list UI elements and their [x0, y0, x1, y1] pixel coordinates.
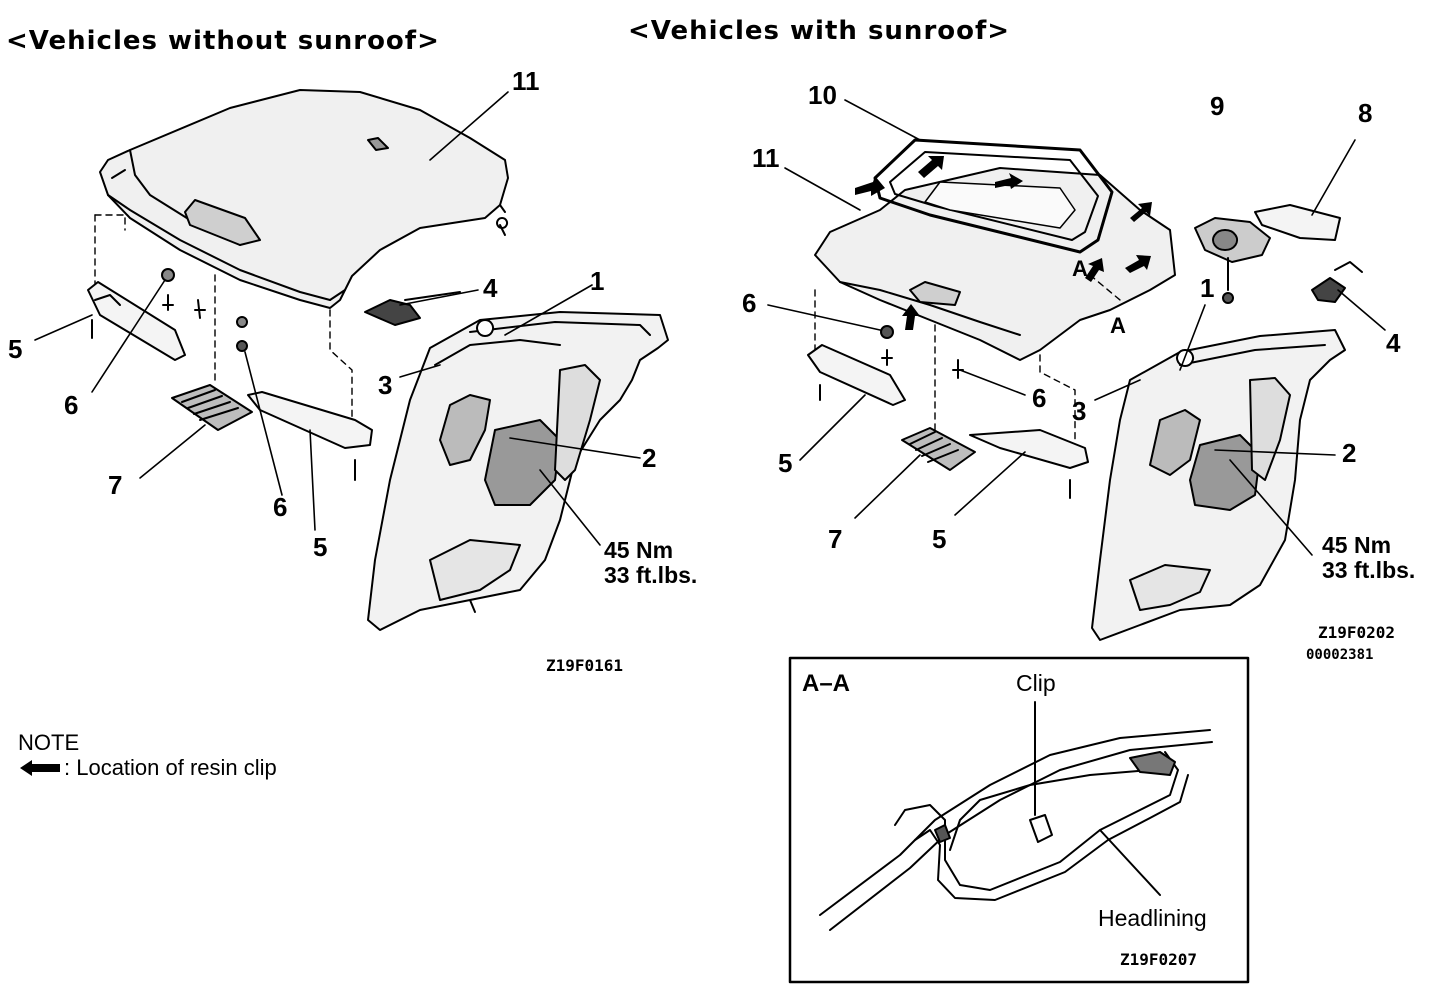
left-torque-ftlbs: 33 ft.lbs. — [604, 562, 698, 589]
right-dome-light-and-handle — [1194, 204, 1363, 304]
note-text: : Location of resin clip — [18, 755, 277, 780]
right-callout-6a: 6 — [742, 288, 757, 318]
right-torque-nm: 45 Nm — [1322, 532, 1392, 558]
right-callout-7: 7 — [828, 524, 843, 554]
right-resin-clip-arrows — [855, 156, 1152, 330]
section-figure-code: Z19F0207 — [1120, 950, 1198, 969]
right-torque-spec: 45 Nm 33 ft.lbs. — [1322, 532, 1416, 584]
right-figure-code: Z19F0202 — [1318, 623, 1396, 642]
section-view-title: A–A — [802, 670, 851, 697]
left-quarter-trim-panel — [367, 311, 669, 631]
header-with-sunroof: <Vehicles with sunroof> — [628, 16, 1011, 46]
note-title: NOTE — [18, 730, 80, 755]
left-headliner-drawing — [99, 89, 509, 309]
right-sunroof-frame — [873, 138, 1114, 254]
left-callout-5a: 5 — [8, 334, 23, 364]
right-headliner-drawing — [814, 167, 1176, 361]
right-callout-4: 4 — [1386, 328, 1401, 358]
left-callout-7: 7 — [108, 470, 123, 500]
right-callout-5b: 5 — [932, 524, 947, 554]
right-callout-10: 10 — [808, 80, 837, 110]
section-view-box — [788, 656, 1250, 984]
right-sunvisor-and-fasteners — [807, 325, 1089, 499]
note-block: NOTE : Location of resin clip — [18, 730, 277, 781]
section-marker-a-upper: A — [1072, 256, 1088, 281]
right-dashed-leader-lines — [814, 274, 1121, 441]
note-text-label: : Location of resin clip — [64, 755, 277, 781]
section-marker-a-lower: A — [1110, 313, 1126, 338]
section-headlining-label: Headlining — [1098, 905, 1207, 931]
right-callout-11: 11 — [752, 143, 780, 173]
right-torque-ftlbs: 33 ft.lbs. — [1322, 557, 1416, 584]
right-callout-1: 1 — [1200, 273, 1215, 303]
resin-clip-arrow-icon — [20, 760, 60, 776]
right-callout-6b: 6 — [1032, 383, 1047, 413]
left-callout-1: 1 — [590, 266, 605, 296]
right-callout-3: 3 — [1072, 396, 1087, 426]
left-sunvisor-and-fasteners — [87, 224, 506, 481]
left-callout-6a: 6 — [64, 390, 79, 420]
left-callout-6b: 6 — [273, 492, 288, 522]
left-torque-nm: 45 Nm — [604, 537, 674, 563]
right-callout-2: 2 — [1342, 438, 1357, 468]
left-torque-spec: 45 Nm 33 ft.lbs. — [604, 537, 698, 589]
left-callout-4: 4 — [483, 273, 498, 303]
right-figure-subcode: 00002381 — [1306, 647, 1374, 663]
right-callout-8: 8 — [1358, 98, 1373, 128]
right-callout-5a: 5 — [778, 448, 793, 478]
left-callout-2: 2 — [642, 443, 657, 473]
section-clip-label: Clip — [1016, 670, 1056, 696]
left-callout-5b: 5 — [313, 532, 328, 562]
header-without-sunroof: <Vehicles without sunroof> — [6, 26, 440, 56]
left-figure-code: Z19F0161 — [546, 656, 624, 675]
left-callout-3: 3 — [378, 370, 393, 400]
right-callout-9: 9 — [1210, 91, 1225, 121]
right-callout-leaders — [767, 99, 1386, 556]
left-dashed-leader-lines — [94, 214, 353, 431]
left-callout-leaders — [34, 91, 641, 546]
left-callout-11: 11 — [512, 66, 540, 96]
right-quarter-trim-panel — [1091, 329, 1346, 641]
